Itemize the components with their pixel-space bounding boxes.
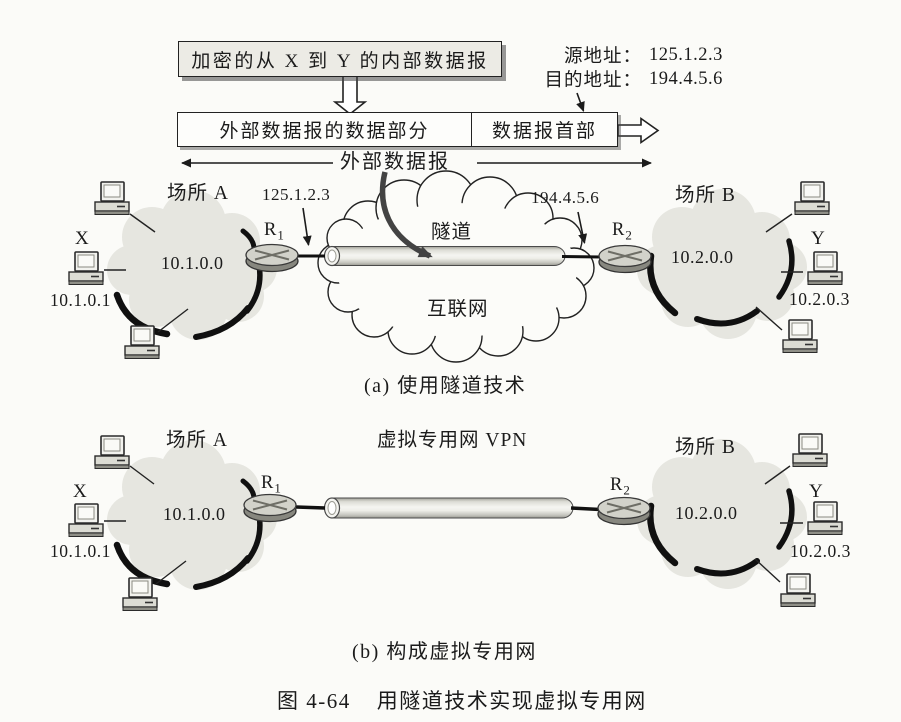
computer-icon [794, 181, 830, 216]
network-b-address: 10.2.0.0 [675, 503, 738, 523]
link-tunnel-r2 [570, 506, 601, 512]
down-arrow-icon [332, 75, 368, 116]
host-x-label: X [75, 228, 90, 249]
tunnel-icon [331, 246, 566, 266]
router-icon [598, 244, 652, 274]
network-a-address: 10.1.0.0 [161, 253, 224, 273]
router-r1-base: R [261, 473, 275, 493]
computer-icon [122, 577, 158, 612]
destination-address-value: 194.4.5.6 [649, 68, 723, 89]
host-link [755, 306, 783, 331]
host-link [129, 465, 155, 485]
dst-addr-pointer-arrow [576, 92, 585, 112]
site-b-label: 场所 B [675, 437, 736, 458]
link-tunnel-r2 [561, 255, 602, 259]
encrypted-inner-datagram-box: 加密的从 X 到 Y 的内部数据报 [178, 41, 502, 77]
router-r2-base: R [612, 220, 626, 240]
source-address-label: 源地址： [563, 47, 642, 67]
host-link [765, 213, 793, 233]
tunnel-opening-inner [327, 249, 337, 263]
host-x-ip: 10.1.0.1 [50, 541, 111, 561]
router-icon [245, 243, 299, 273]
host-y-label: Y [809, 481, 824, 502]
computer-icon [68, 251, 104, 286]
link-r1-tunnel [295, 505, 326, 510]
address-annotation: 源地址： 125.1.2.3 目的地址： 194.4.5.6 [536, 43, 723, 92]
router-icon [597, 496, 651, 526]
host-link [129, 213, 156, 233]
site-b-label: 场所 B [675, 185, 736, 206]
router-r2-sub: 2 [625, 227, 633, 243]
computer-icon [94, 181, 130, 216]
outer-datagram-span-label: 外部数据报 [340, 151, 450, 173]
computer-icon [124, 325, 160, 360]
host-link [157, 308, 189, 333]
figure-caption: 图 4-64 用隧道技术实现虚拟专用网 [277, 685, 647, 715]
tunnel-opening-inner [327, 501, 337, 515]
host-y-ip: 10.2.0.3 [789, 289, 850, 309]
r1-ip-pointer-arrow [302, 207, 312, 246]
outer-datagram-data-cell: 外部数据报的数据部分 [219, 121, 430, 142]
router-r1-label: R1 [261, 473, 282, 497]
host-y-ip: 10.2.0.3 [790, 541, 851, 561]
computer-icon [780, 573, 816, 608]
host-link [754, 558, 781, 583]
computer-icon [68, 503, 104, 538]
outer-datagram-bar: 外部数据报的数据部分 数据报首部 [177, 112, 618, 147]
network-b-address: 10.2.0.0 [671, 247, 734, 267]
network-a-address: 10.1.0.0 [163, 504, 226, 524]
destination-address-label: 目的地址： [544, 71, 642, 91]
internet-label: 互联网 [427, 299, 489, 320]
source-address-row: 源地址： 125.1.2.3 [536, 43, 723, 68]
r2-ip-label: 194.4.5.6 [531, 188, 600, 207]
computer-icon [807, 501, 843, 536]
site-a-label: 场所 A [166, 430, 228, 451]
router-r1-sub: 1 [274, 480, 282, 496]
vpn-tunnel-icon [331, 497, 574, 519]
right-double-arrow-icon [617, 116, 660, 145]
computer-icon [792, 433, 828, 468]
caption-b: (b) 构成虚拟专用网 [352, 641, 537, 663]
router-r2-label: R2 [610, 475, 631, 499]
router-r2-sub: 2 [623, 482, 631, 498]
computer-icon [782, 319, 818, 354]
figure-caption-title: 用隧道技术实现虚拟专用网 [376, 689, 647, 713]
destination-address-row: 目的地址： 194.4.5.6 [536, 67, 723, 92]
r1-ip-label: 125.1.2.3 [262, 185, 331, 204]
site-a-label: 场所 A [167, 183, 229, 204]
r2-ip-pointer-arrow [577, 211, 588, 244]
router-icon [243, 493, 297, 523]
outer-datagram-header-cell: 数据报首部 [471, 113, 617, 146]
router-r1-label: R1 [264, 220, 285, 244]
host-link [764, 465, 791, 485]
computer-icon [94, 435, 130, 470]
host-y-label: Y [811, 228, 826, 249]
router-r2-base: R [610, 475, 624, 495]
caption-a: (a) 使用隧道技术 [364, 375, 527, 397]
host-link [155, 560, 187, 585]
router-r1-base: R [264, 220, 278, 240]
host-x-label: X [73, 481, 88, 502]
source-address-value: 125.1.2.3 [649, 44, 723, 65]
router-r1-sub: 1 [277, 227, 285, 243]
figure-caption-number: 图 4-64 [277, 689, 351, 713]
computer-icon [807, 251, 843, 286]
router-r2-label: R2 [612, 220, 633, 244]
curved-tunnel-arrow [379, 171, 433, 259]
encrypted-inner-datagram-label: 加密的从 X 到 Y 的内部数据报 [191, 50, 489, 72]
vpn-label: 虚拟专用网 VPN [377, 430, 528, 451]
host-x-ip: 10.1.0.1 [50, 290, 111, 310]
tunnel-label: 隧道 [431, 222, 473, 243]
